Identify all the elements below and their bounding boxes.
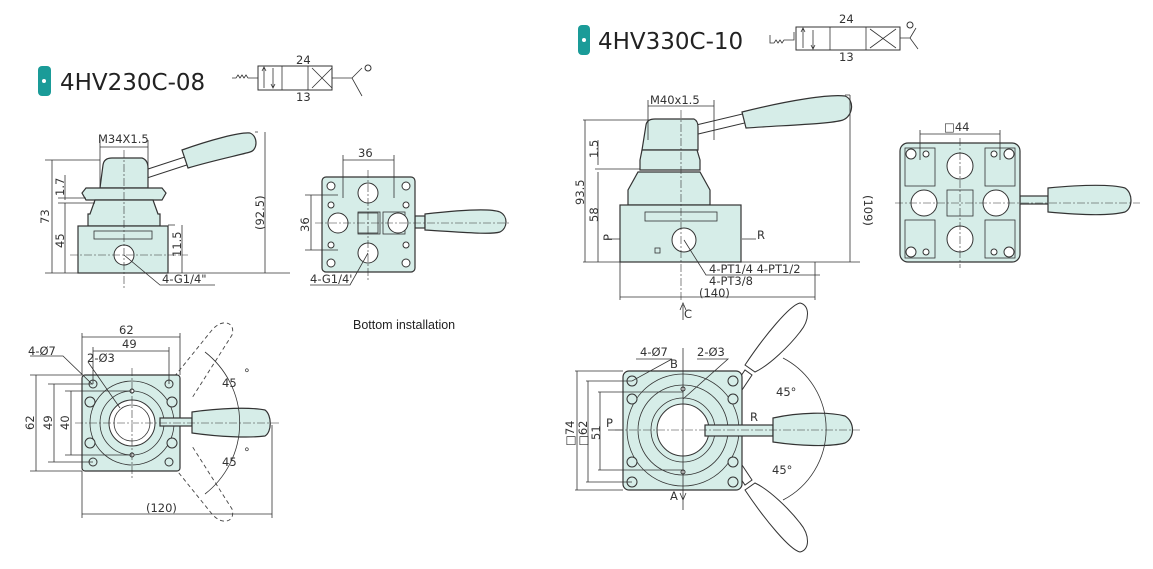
port-label: 4-G1/4" bbox=[162, 272, 207, 286]
bottom-view: □44 bbox=[895, 120, 1140, 268]
dim-1-5: 1.5 bbox=[587, 140, 601, 158]
thread-label: M34X1.5 bbox=[98, 132, 149, 146]
model-title: 4HV330C-10 bbox=[598, 29, 743, 55]
symbol-bottom-ports: 13 bbox=[296, 90, 311, 104]
dim-58: 58 bbox=[587, 207, 601, 222]
port-p-label: P bbox=[606, 416, 613, 430]
top-view: C 4-Ø7 2-Ø3 B A P R □74 □62 51 45° 45° bbox=[563, 301, 860, 553]
dim-62: □62 bbox=[576, 421, 590, 447]
port-r-label: R bbox=[750, 410, 758, 424]
dim-120: (120) bbox=[146, 501, 177, 515]
port-r-label: R bbox=[757, 228, 765, 242]
dim-36-h: 36 bbox=[358, 146, 373, 160]
model-4hv230c-08: 4HV230C-08 24 13 M34X1.5 73 45 1.7 1 bbox=[23, 53, 510, 522]
dim-62-left: 62 bbox=[23, 415, 37, 430]
valve-symbol: 24 13 bbox=[232, 53, 372, 104]
dim-62-top: 62 bbox=[119, 323, 134, 337]
dim-109: (109) bbox=[861, 195, 875, 226]
port-label-1: 4-PT1/4 4-PT1/2 bbox=[709, 262, 801, 276]
dim-36-v: 36 bbox=[298, 217, 312, 232]
dim-51: 51 bbox=[589, 425, 603, 440]
symbol-bottom-ports: 13 bbox=[839, 50, 854, 64]
dim-1-7: 1.7 bbox=[53, 178, 67, 196]
dim-49-top: 49 bbox=[122, 337, 137, 351]
symbol-top-ports: 24 bbox=[296, 53, 311, 67]
angle-up: 45° bbox=[776, 385, 796, 399]
port-a-label: A bbox=[670, 489, 678, 503]
side-view: M40x1.5 93.5 1.5 58 (109) P R 4-PT1/4 4-… bbox=[573, 93, 875, 300]
angle-down-degree: ° bbox=[244, 445, 250, 459]
dim-93-5: 93.5 bbox=[573, 179, 587, 205]
dim-40-left: 40 bbox=[58, 415, 72, 430]
dim-49-left: 49 bbox=[41, 415, 55, 430]
dim-11-5: 11.5 bbox=[170, 231, 184, 257]
thread-label: M40x1.5 bbox=[650, 93, 700, 107]
dim-92-5: (92.5) bbox=[253, 195, 267, 230]
port-p-label: P bbox=[601, 234, 615, 241]
port-b-label: B bbox=[670, 357, 678, 371]
dim-74: □74 bbox=[563, 421, 577, 447]
dim-140: (140) bbox=[699, 286, 730, 300]
angle-down: 45 bbox=[222, 455, 237, 469]
angle-up-degree: ° bbox=[244, 366, 250, 380]
port-label-2: 4-PT3/8 bbox=[709, 274, 753, 288]
mount-holes-label: 4-Ø7 bbox=[28, 344, 56, 358]
dim-73: 73 bbox=[38, 209, 52, 224]
bottom-installation-caption: Bottom installation bbox=[353, 318, 455, 332]
top-view: 62 49 4-Ø7 2-Ø3 62 49 40 45 ° 45 ° (120) bbox=[23, 322, 280, 522]
mount-holes-label: 4-Ø7 bbox=[640, 345, 668, 359]
dim-44: □44 bbox=[944, 120, 970, 134]
pin-holes-label: 2-Ø3 bbox=[697, 345, 725, 359]
pin-holes-label: 2-Ø3 bbox=[87, 351, 115, 365]
valve-symbol: 24 13 bbox=[769, 12, 919, 64]
arrow-c-label: C bbox=[684, 307, 692, 321]
angle-down: 45° bbox=[772, 463, 792, 477]
model-4hv330c-10: 4HV330C-10 24 13 M40x1.5 93.5 1.5 5 bbox=[563, 12, 1140, 553]
badge-dot-icon bbox=[42, 79, 46, 83]
side-view: M34X1.5 73 45 1.7 11.5 (92.5) 4-G1/4" bbox=[38, 131, 290, 288]
symbol-top-ports: 24 bbox=[839, 12, 854, 26]
angle-up: 45 bbox=[222, 376, 237, 390]
model-title: 4HV230C-08 bbox=[60, 70, 205, 96]
dim-45: 45 bbox=[53, 233, 67, 248]
bottom-view: 36 36 4-G1/4' Bottom installation bbox=[298, 146, 510, 332]
badge-dot-icon bbox=[582, 38, 586, 42]
bottom-port-label: 4-G1/4' bbox=[310, 272, 352, 286]
